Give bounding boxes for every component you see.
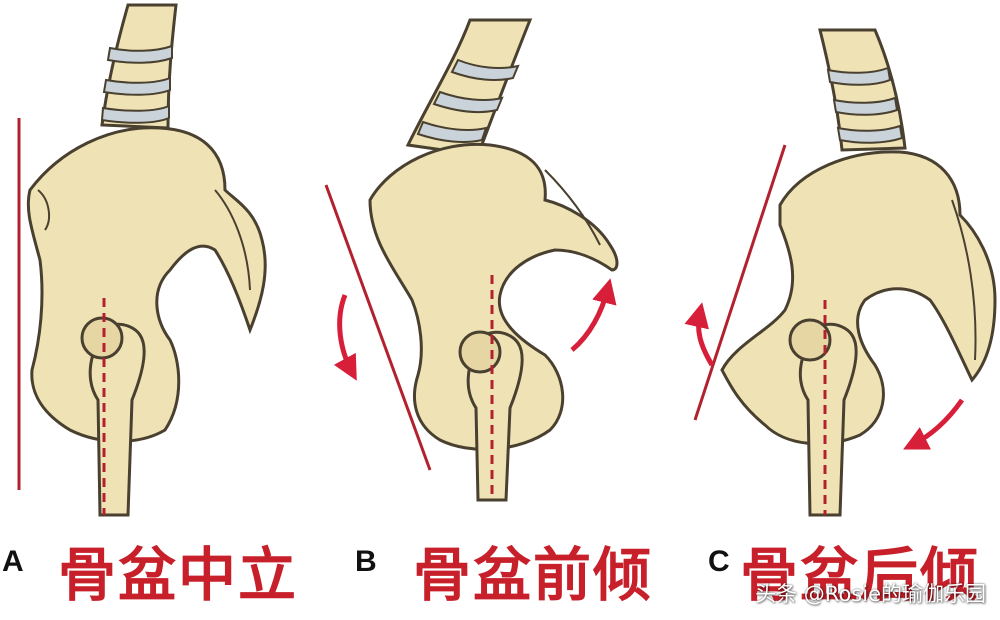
panel-b-letter: B — [355, 545, 377, 578]
panel-a-letter: A — [2, 545, 24, 578]
pelvis-a — [26, 126, 267, 443]
pelvis-c — [720, 150, 997, 446]
reference-line-b — [324, 184, 432, 471]
spine-b — [405, 18, 533, 157]
tilt-arrow-c-front — [684, 302, 715, 367]
spine-a — [100, 3, 178, 130]
femur-c — [798, 322, 858, 517]
watermark: 头条 @Rosie的瑜伽乐园 — [755, 582, 986, 606]
panel-b-caption: 骨盆前倾 — [413, 541, 654, 609]
reference-line-c — [693, 144, 787, 421]
femur-b — [466, 330, 524, 502]
tilt-arrow-c-back — [903, 398, 965, 450]
panel-c-caption: 骨盆后倾 — [740, 541, 981, 609]
tilt-arrow-b-back — [570, 278, 617, 352]
panel-c-illustration — [684, 28, 997, 517]
spine-c — [818, 28, 907, 152]
panel-a-illustration — [17, 3, 267, 517]
panel-b-illustration — [324, 18, 619, 502]
panel-a-caption: 骨盆中立 — [58, 541, 299, 609]
tilt-arrow-b-front — [333, 294, 357, 381]
panel-c-letter: C — [708, 545, 730, 578]
